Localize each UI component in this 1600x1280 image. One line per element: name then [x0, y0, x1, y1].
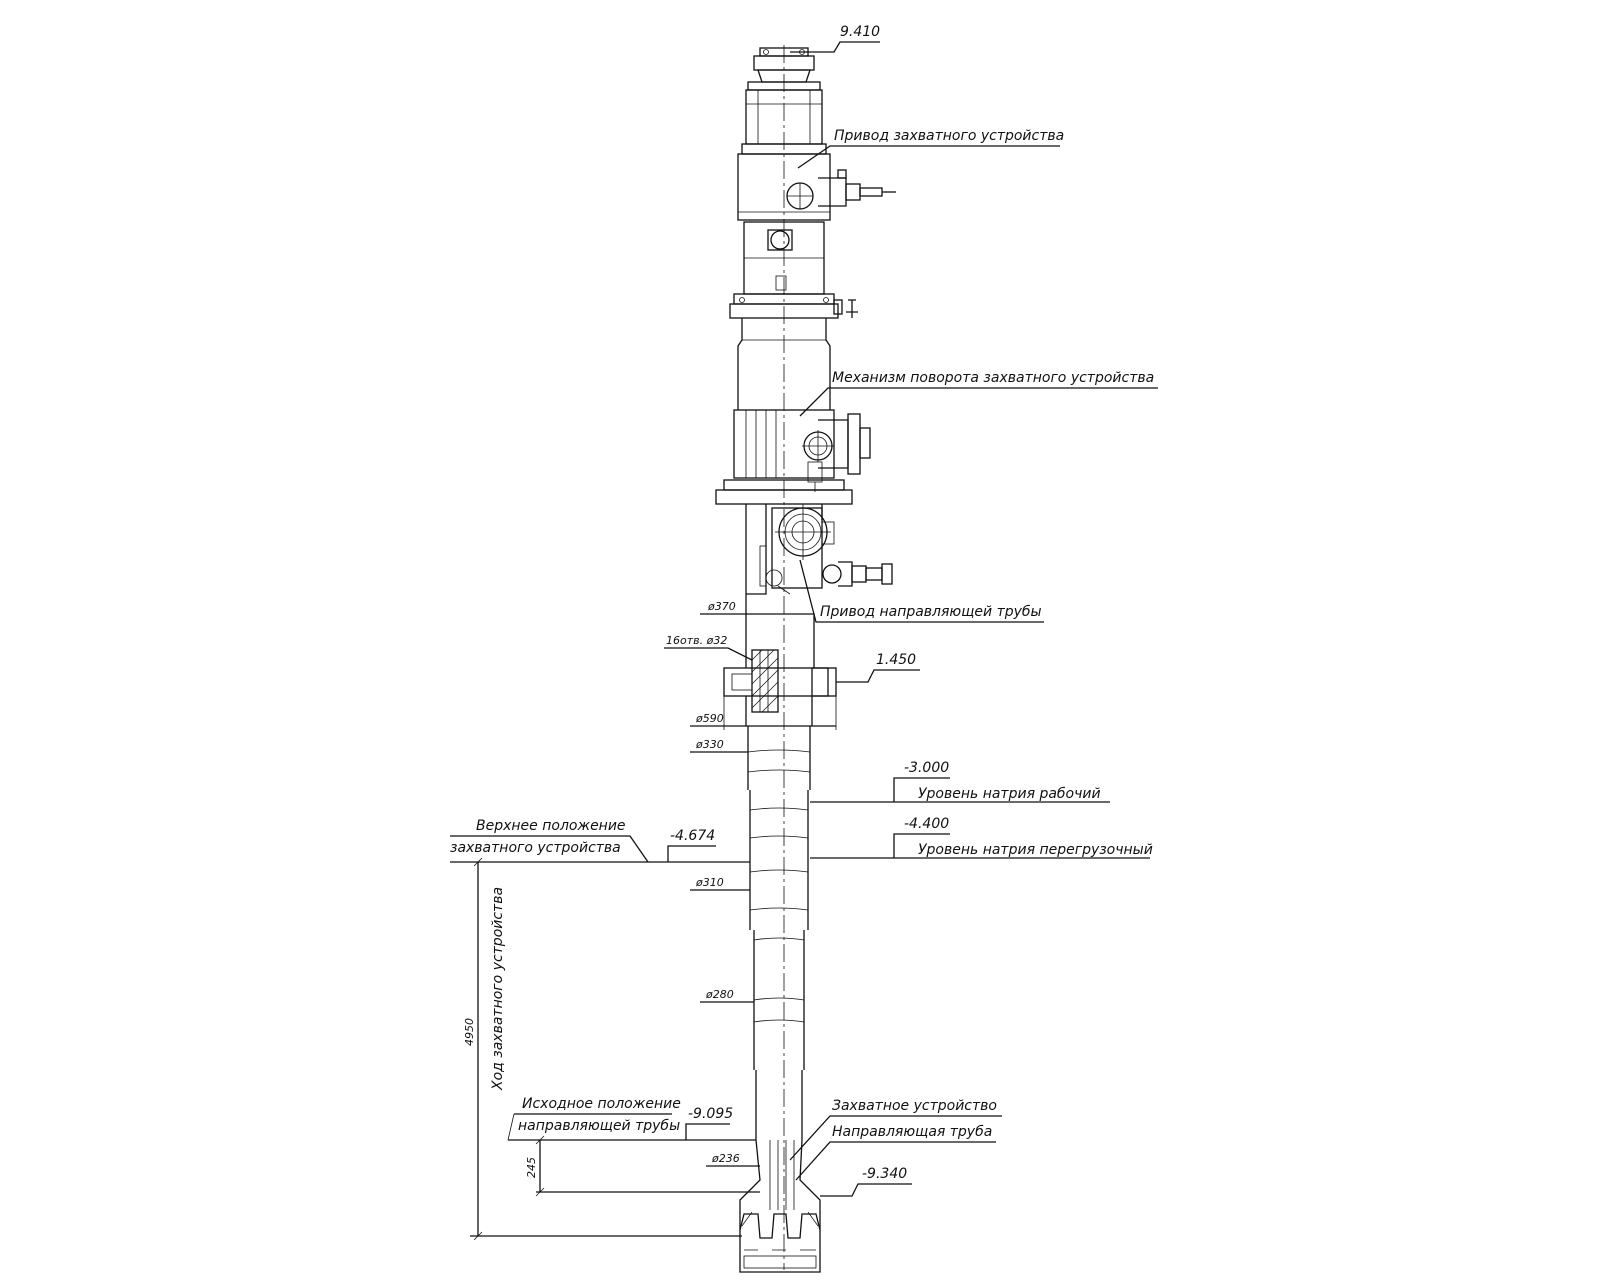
dim-310-text: ø310	[695, 876, 724, 889]
guide-tube-callout: Направляющая труба	[795, 1124, 996, 1181]
dim-245-text: 245	[525, 1157, 538, 1178]
holes-note: 16отв. ø32	[664, 634, 753, 661]
grip-drive-text: Привод захватного устройства	[834, 128, 1064, 144]
dim-330-text: ø330	[695, 738, 724, 751]
grip-drive-assembly	[729, 47, 896, 319]
guide-tube-drive-callout: Привод направляющей трубы	[799, 559, 1044, 623]
elevation-m9340: -9.340	[820, 1166, 912, 1197]
elevation-m4674-text: -4.674	[670, 828, 715, 844]
gripper-head	[739, 1139, 821, 1273]
main-tube-lower	[753, 930, 805, 1140]
elevation-9410-text: 9.410	[840, 24, 880, 40]
dim-590: ø590	[690, 696, 837, 730]
initial-position-line1: Исходное положение	[522, 1096, 681, 1112]
dim-245: 245	[525, 1135, 760, 1197]
elevation-1450: 1.450	[836, 652, 920, 683]
dim-370-text: ø370	[707, 600, 736, 613]
initial-position-callout: Исходное положение направляющей трубы -9…	[507, 1096, 756, 1141]
dim-236-text: ø236	[711, 1152, 740, 1165]
sodium-working-text: Уровень натрия рабочий	[918, 786, 1101, 802]
elevation-m9095-text: -9.095	[688, 1106, 733, 1122]
upper-position-line1: Верхнее положение	[476, 818, 626, 834]
elevation-m3000-text: -3.000	[904, 760, 949, 776]
rotation-mechanism-assembly	[733, 409, 871, 492]
stroke-value-text: 4950	[463, 1018, 476, 1046]
rotation-mechanism-text: Механизм поворота захватного устройства	[832, 370, 1154, 386]
rotation-mechanism-callout: Механизм поворота захватного устройства	[799, 370, 1158, 417]
dim-330: ø330	[690, 738, 748, 753]
stroke-label-text: Ход захватного устройства	[490, 887, 506, 1091]
dim-280: ø280	[700, 988, 754, 1003]
dim-590-text: ø590	[695, 712, 724, 725]
guide-tube-text: Направляющая труба	[832, 1124, 992, 1140]
gripper-callout: Захватное устройство	[789, 1098, 1002, 1161]
dim-310: ø310	[690, 876, 750, 891]
upper-column	[737, 318, 831, 410]
elevation-m9340-text: -9.340	[862, 1166, 907, 1182]
lower-housing	[723, 613, 837, 726]
elevation-9410: 9.410	[790, 24, 880, 53]
holes-note-text: 16отв. ø32	[666, 634, 727, 647]
elevation-1450-text: 1.450	[876, 652, 916, 668]
guide-tube-drive-assembly	[746, 504, 893, 595]
stroke-dimension: 4950 Ход захватного устройства	[463, 857, 742, 1241]
gripper-text: Захватное устройство	[832, 1098, 997, 1114]
sodium-reload-text: Уровень натрия перегрузочный	[918, 842, 1153, 858]
elevation-m3000: -3.000 Уровень натрия рабочий	[810, 760, 1110, 803]
upper-position-line2: захватного устройства	[450, 840, 621, 856]
dim-280-text: ø280	[705, 988, 734, 1001]
dim-370: ø370	[700, 600, 746, 615]
elevation-m4400-text: -4.400	[904, 816, 949, 832]
initial-position-line2: направляющей трубы	[518, 1118, 680, 1134]
guide-tube-drive-text: Привод направляющей трубы	[820, 604, 1042, 620]
upper-position-callout: Верхнее положение захватного устройства …	[450, 818, 750, 863]
main-tube-upper	[747, 726, 811, 930]
grip-drive-callout: Привод захватного устройства	[797, 128, 1064, 169]
dim-236: ø236	[706, 1152, 760, 1167]
elevation-m4400: -4.400 Уровень натрия перегрузочный	[810, 816, 1153, 859]
